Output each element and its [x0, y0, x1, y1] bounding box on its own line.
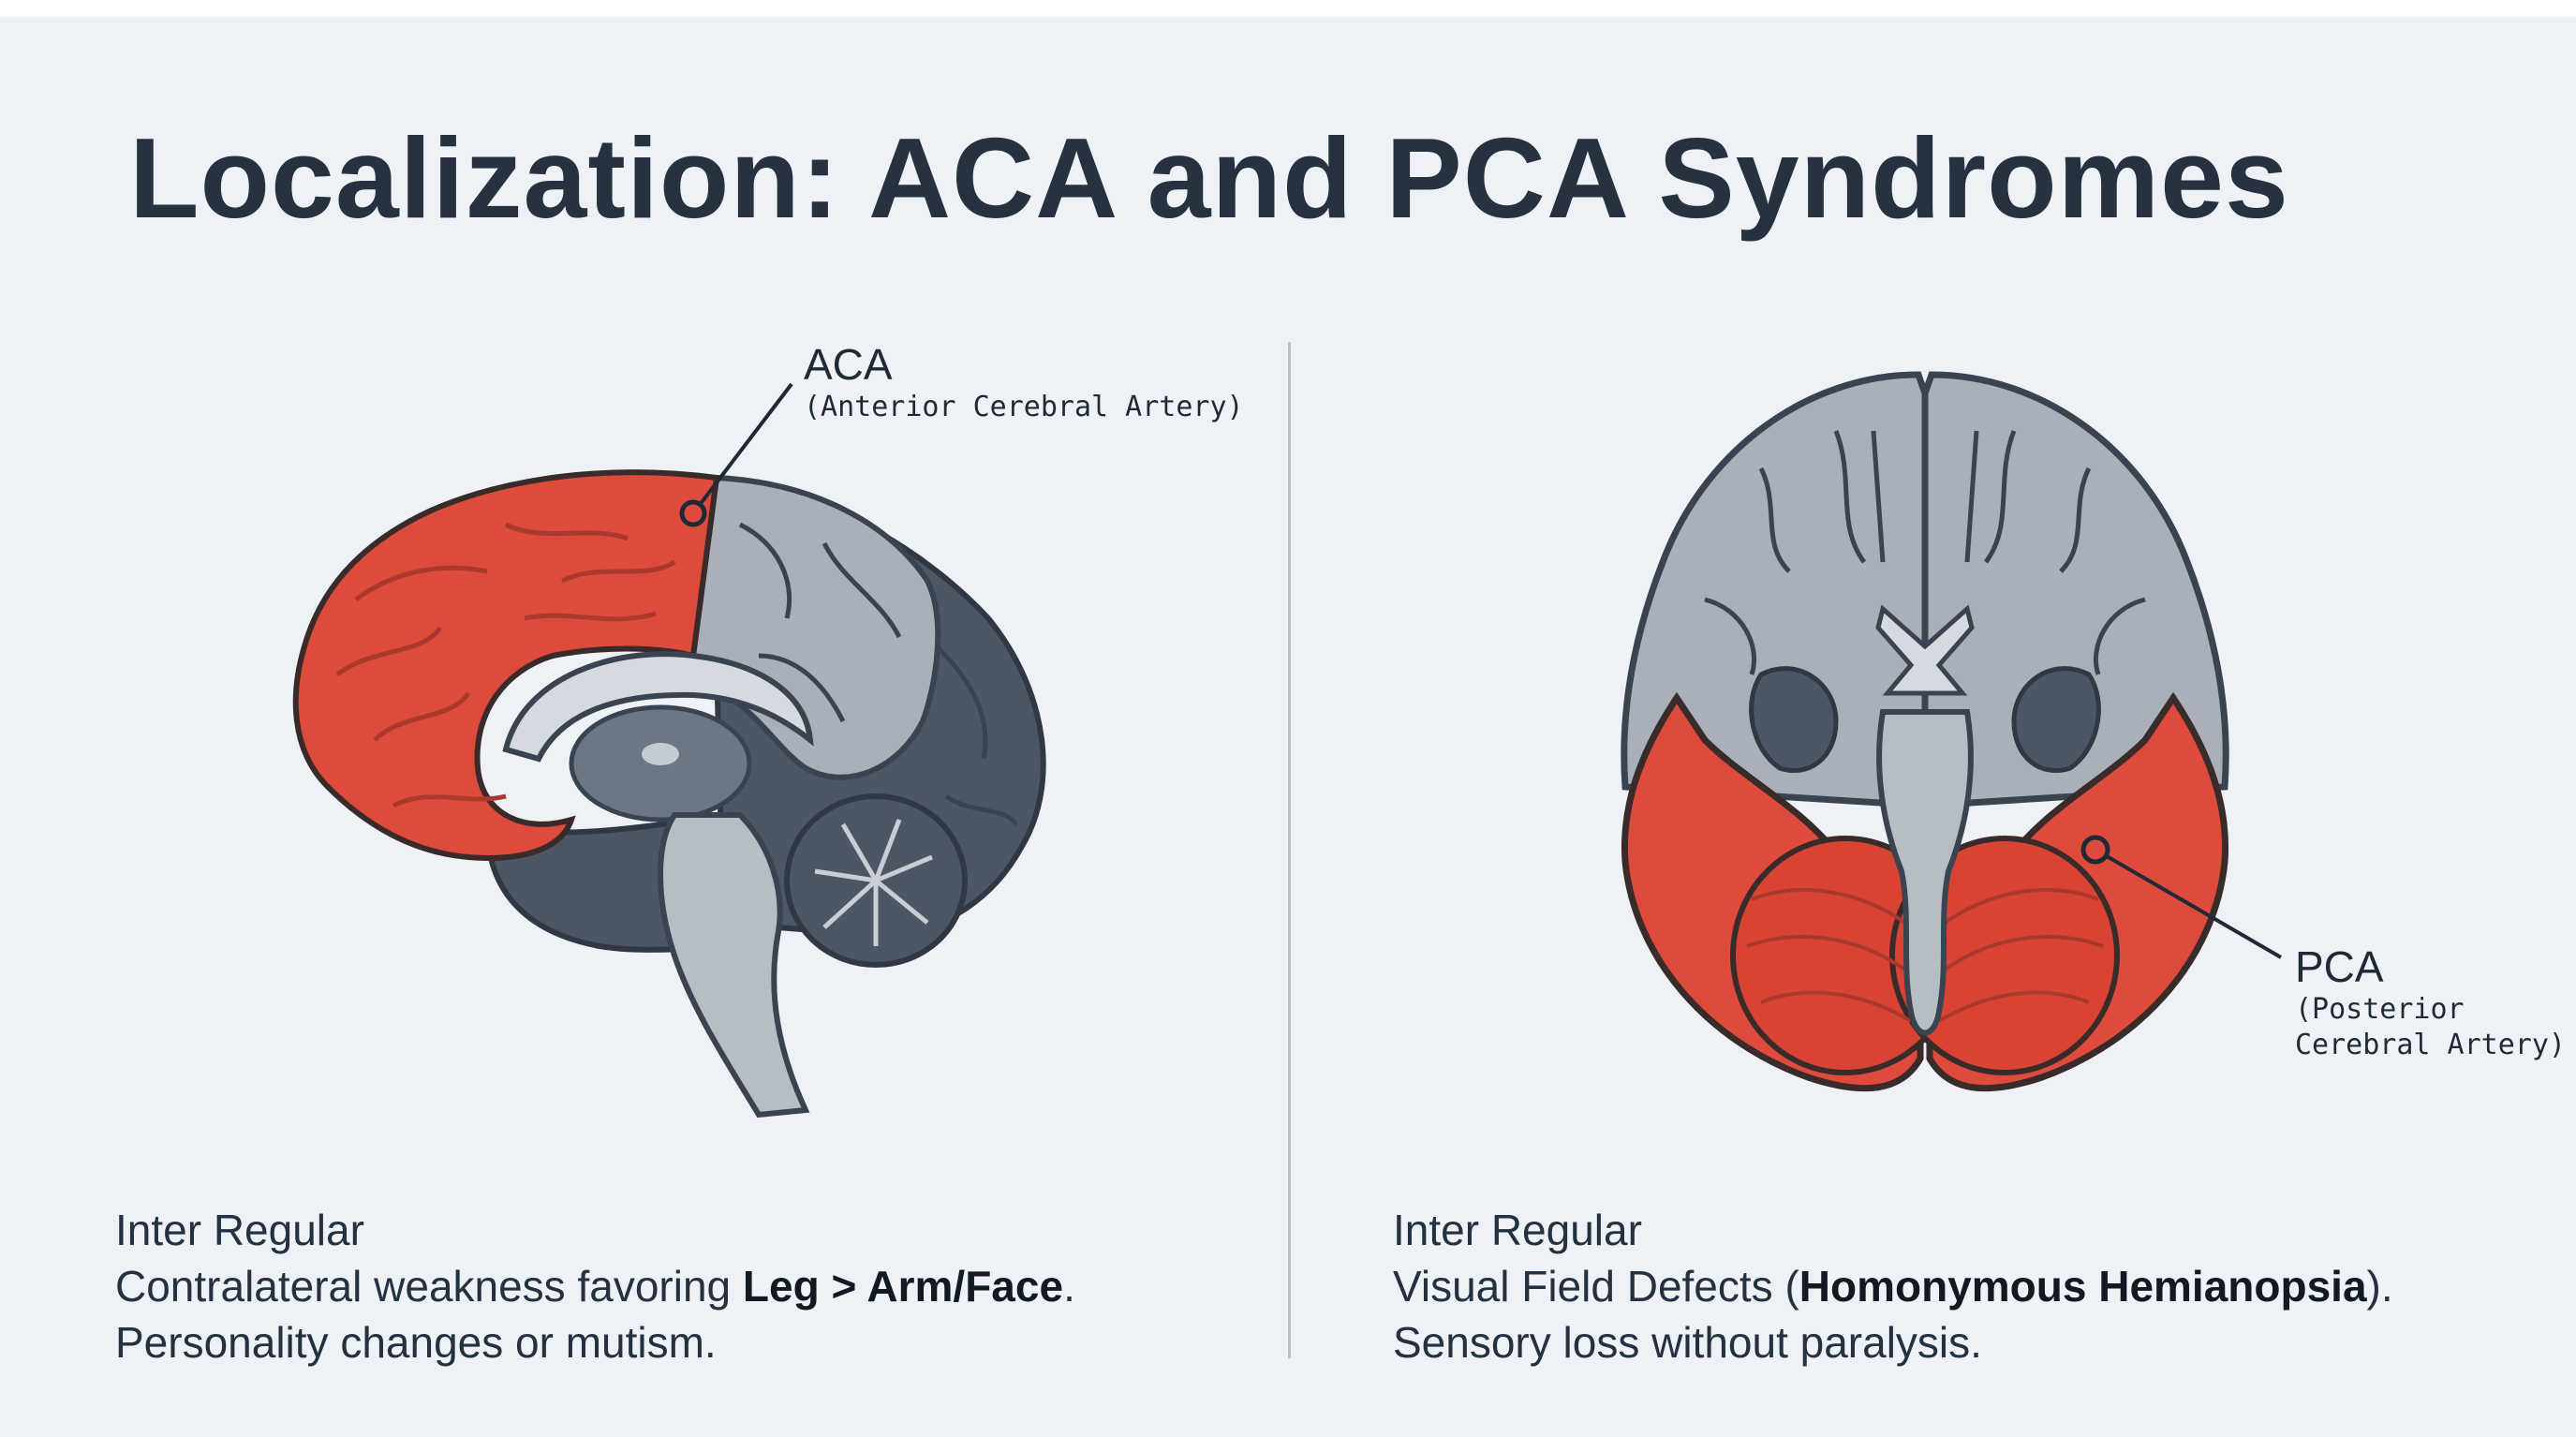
aca-font-note: Inter Regular — [115, 1206, 364, 1254]
aca-pointer-dot — [679, 499, 707, 527]
aca-symptom-line-2: Personality changes or mutism. — [115, 1318, 717, 1367]
aca-line1-end: . — [1063, 1262, 1075, 1311]
optic-chiasm — [1875, 604, 1975, 696]
left-hemisphere — [1621, 371, 1929, 809]
inferior-gyri-lines — [1704, 430, 2146, 675]
cerebellum — [784, 793, 968, 968]
aca-full-name: (Anterior Cerebral Artery) — [804, 391, 1244, 423]
gray-gyri-lines — [738, 522, 1018, 826]
inferior-brain-illustration — [1621, 371, 2283, 1092]
pca-font-note: Inter Regular — [1393, 1206, 1642, 1254]
page-title: Localization: ACA and PCA Syndromes — [129, 114, 2289, 242]
inferior-brainstem — [1876, 709, 1974, 1036]
center-divider — [1288, 342, 1291, 1358]
pca-symptom-line-1: Visual Field Defects (Homonymous Hemiano… — [1393, 1258, 2393, 1314]
pca-line1-text: Visual Field Defects ( — [1393, 1262, 1799, 1311]
right-hemisphere — [1921, 371, 2229, 809]
aca-label: ACA — [804, 340, 893, 389]
aca-territory — [292, 469, 720, 861]
thalamus-nucleus — [642, 743, 679, 765]
aca-pointer-line — [691, 382, 793, 515]
brainstem — [658, 812, 810, 1118]
aca-symptom-line-1: Contralateral weakness favoring Leg > Ar… — [115, 1258, 1075, 1314]
pca-pointer-dot — [2080, 835, 2110, 865]
pca-full-name: (Posterior Cerebral Artery) — [2295, 993, 2566, 1061]
aca-line1-text: Contralateral weakness favoring — [115, 1262, 743, 1311]
pca-line1-emphasis: Homonymous Hemianopsia — [1799, 1262, 2367, 1311]
top-strip — [0, 0, 2576, 17]
right-temporal-inner — [2011, 666, 2101, 774]
pca-callout: PCA (Posterior Cerebral Artery) — [2295, 941, 2566, 1063]
aca-line1-emphasis: Leg > Arm/Face — [742, 1262, 1064, 1311]
aca-callout: ACA (Anterior Cerebral Artery) — [804, 339, 1244, 425]
aca-gyri-lines — [335, 522, 676, 808]
pca-label: PCA — [2295, 942, 2384, 991]
pca-description: Inter Regular Visual Field Defects (Homo… — [1393, 1202, 2393, 1370]
aca-description: Inter Regular Contralateral weakness fav… — [115, 1202, 1075, 1370]
left-temporal-inner — [1749, 666, 1839, 774]
cerebellum-folia — [1746, 888, 2104, 1023]
pca-pointer-line — [2094, 848, 2283, 959]
pca-line1-end: ). — [2366, 1262, 2393, 1311]
corpus-callosum — [502, 651, 814, 763]
pca-symptom-line-2: Sensory loss without paralysis. — [1393, 1318, 1982, 1367]
sagittal-brain-illustration — [292, 382, 1046, 1118]
